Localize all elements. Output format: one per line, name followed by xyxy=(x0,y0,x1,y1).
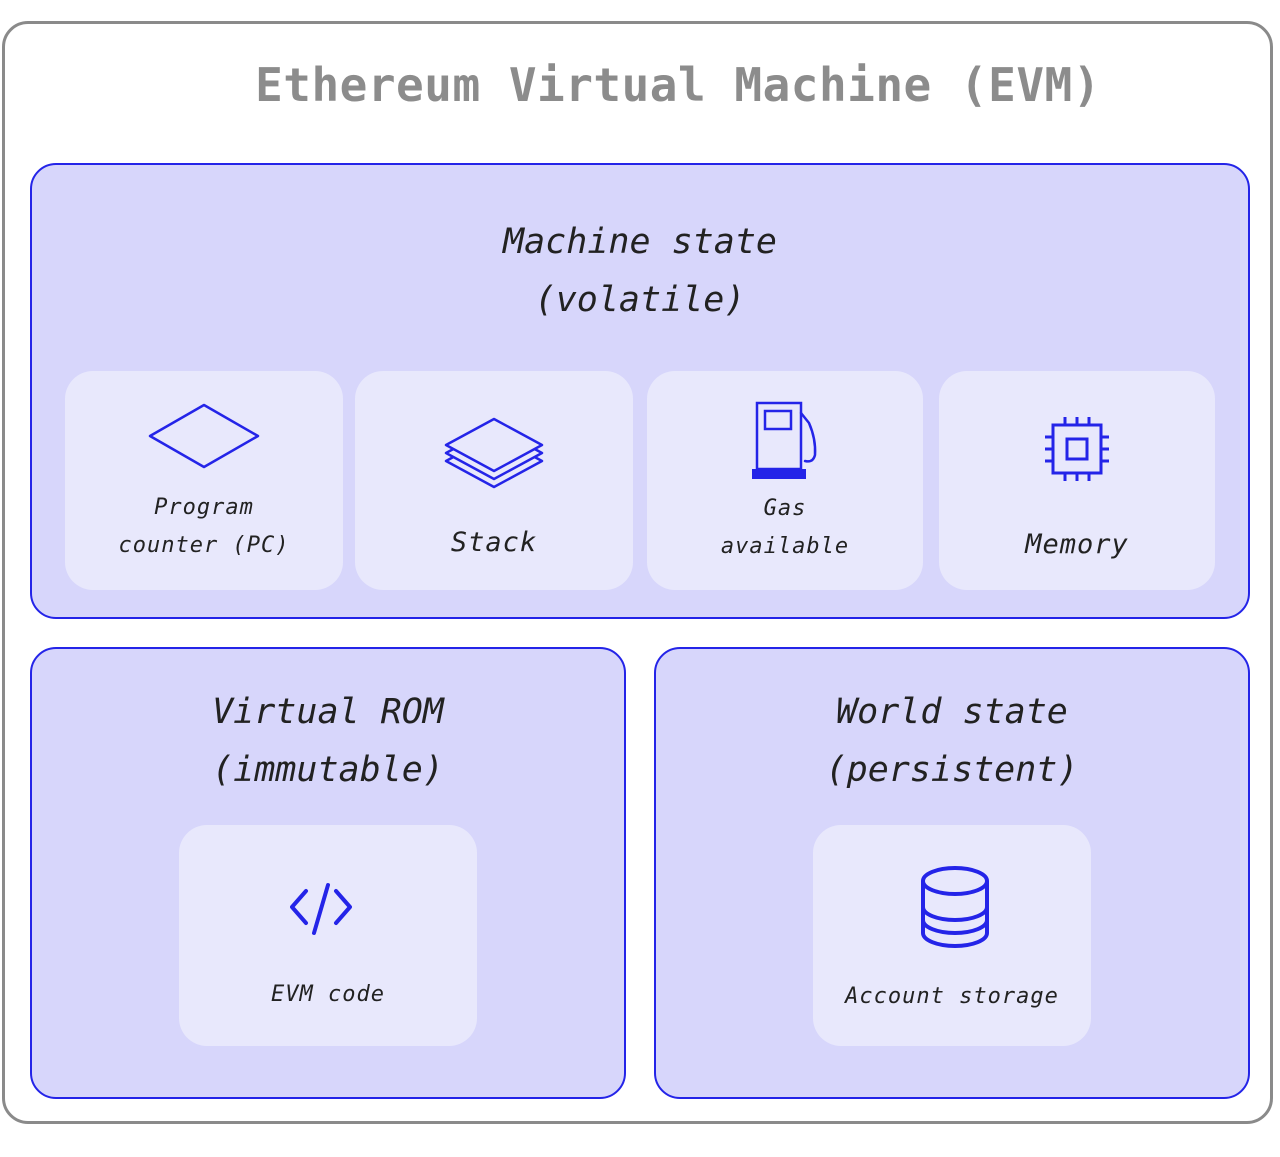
account-storage-label: Account storage xyxy=(845,984,1059,1009)
evm-code-card: EVM code xyxy=(179,825,477,1046)
gas-label: Gas available xyxy=(720,496,850,559)
world-state-heading: World state (persistent) xyxy=(825,692,1079,790)
program-counter-card: Program counter (PC) xyxy=(65,371,343,590)
virtual-rom-heading: Virtual ROM (immutable) xyxy=(212,692,444,790)
database-icon xyxy=(921,866,989,948)
world-state-panel: World state (persistent) Account storage xyxy=(654,647,1250,1099)
code-icon xyxy=(290,883,352,935)
virtual-rom-panel: Virtual ROM (immutable) EVM code xyxy=(30,647,626,1099)
program-counter-label: Program counter (PC) xyxy=(118,495,290,558)
evm-code-label: EVM code xyxy=(271,982,385,1007)
account-storage-card: Account storage xyxy=(813,825,1091,1046)
stack-card: Stack xyxy=(355,371,633,590)
gas-card: Gas available xyxy=(647,371,923,590)
machine-state-panel: Machine state (volatile) Program counter… xyxy=(30,163,1250,619)
page-title: Ethereum Virtual Machine (EVM) xyxy=(255,58,1101,112)
memory-label: Memory xyxy=(1025,529,1129,560)
machine-state-heading: Machine state (volatile) xyxy=(503,222,777,320)
gas-pump-icon xyxy=(752,401,817,479)
layers-icon xyxy=(444,417,544,489)
diamond-icon xyxy=(148,403,260,469)
memory-card: Memory xyxy=(939,371,1215,590)
chip-icon xyxy=(1045,417,1109,481)
stack-label: Stack xyxy=(450,527,538,558)
